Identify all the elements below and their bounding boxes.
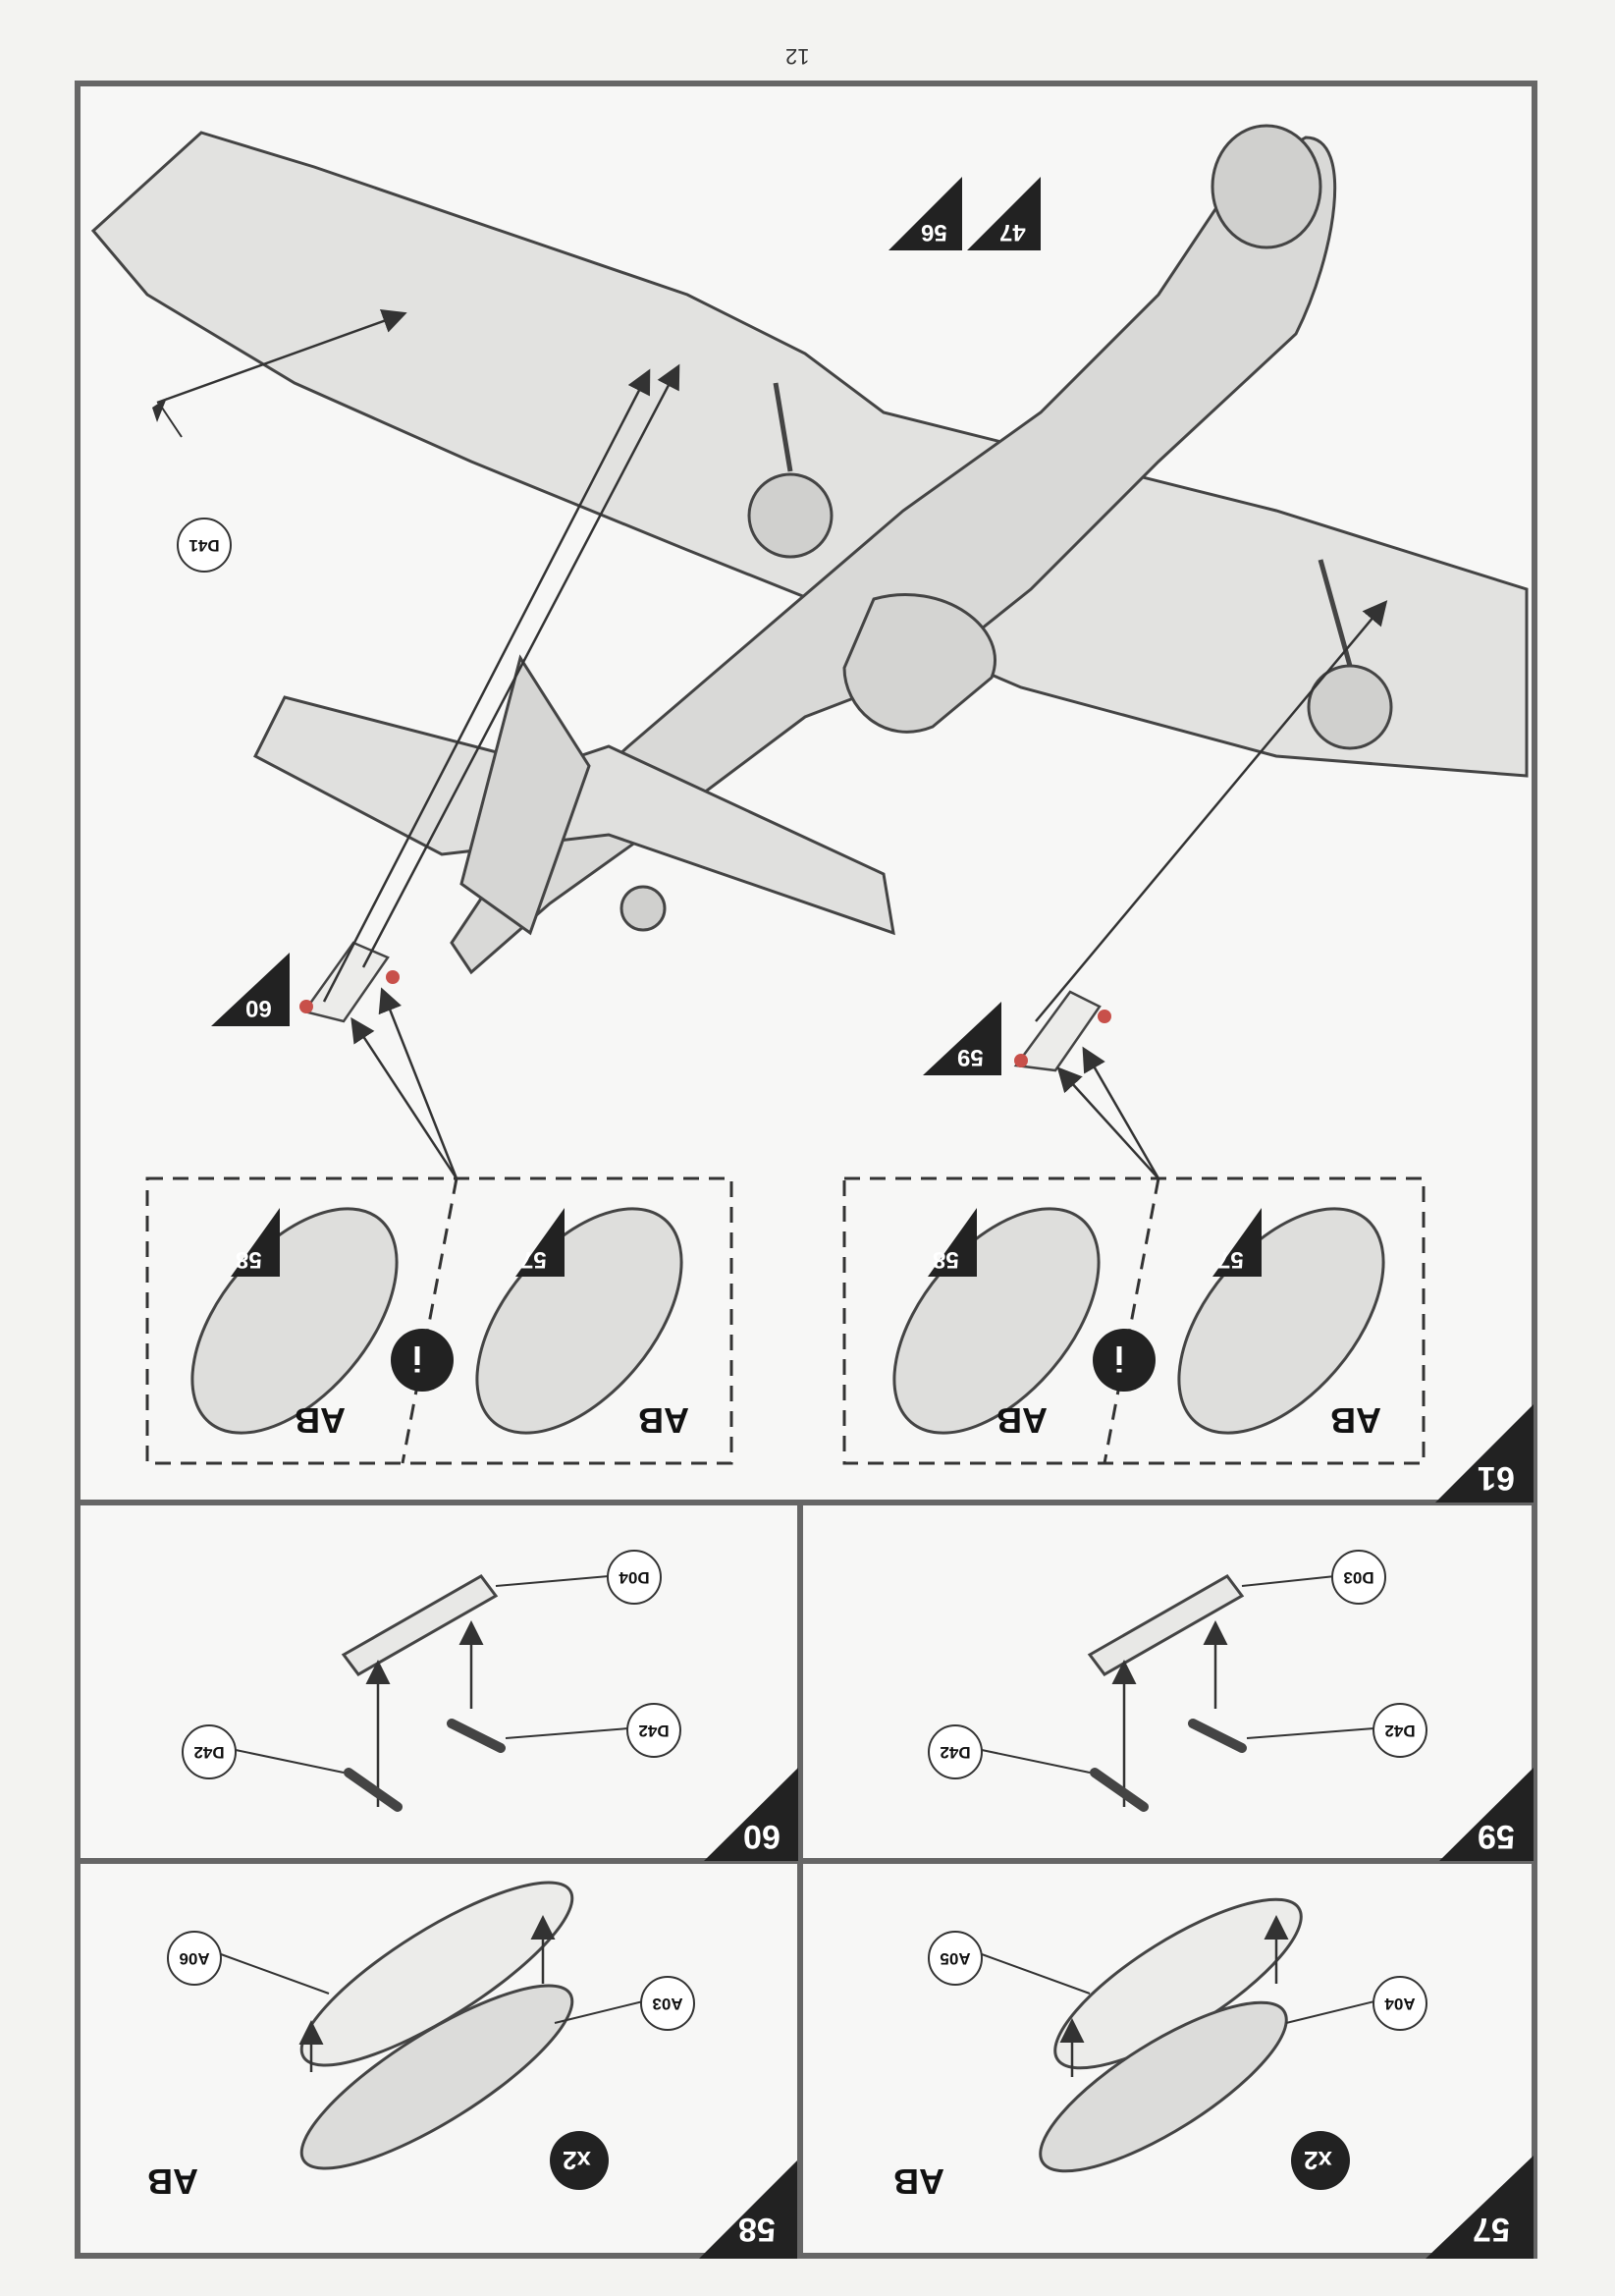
step-badge-59 [1439,1768,1534,1861]
part-callout: A06 [167,1931,222,1986]
part-callout: A05 [928,1931,983,1986]
info-icon-glyph: i [412,1339,423,1379]
part-callout: A04 [1373,1976,1427,2031]
part-callout: D42 [626,1703,681,1758]
sub-ref-59: 59 [957,1044,984,1070]
multiplier-label: x2 [563,2146,591,2175]
step-badge-57 [1426,2156,1534,2259]
step-59-fairing [1087,1574,1245,1676]
option-ref: 57 [520,1246,547,1273]
part-callout-d41: D41 [177,518,232,573]
info-icon-glyph: i [1114,1339,1125,1379]
multiplier-badge [1291,2131,1350,2190]
aircraft-ref-47: 47 [999,219,1026,246]
step-number-57: 57 [1473,2211,1510,2248]
part-callout: D42 [1373,1703,1427,1758]
option-label: AB [1330,1400,1381,1441]
tank-half-a06 [299,1881,574,2067]
part-callout: A03 [640,1976,695,2031]
tank-half-a04 [1039,2000,1288,2173]
info-icon [391,1329,454,1392]
aircraft-ref-56: 56 [921,219,947,246]
multiplier-badge [550,2131,609,2190]
assembly-59-part [1013,990,1102,1072]
option-ref: 58 [236,1246,262,1273]
step-badge-61 [1435,1404,1534,1503]
sub-ref-60: 60 [245,995,272,1021]
option-label: AB [638,1400,689,1441]
part-callout: D42 [182,1724,237,1779]
tank-half-a03 [299,1984,574,2170]
option-ref: 57 [1217,1246,1244,1273]
part-callout: D04 [607,1550,662,1605]
part-d41-shape [152,398,167,422]
version-label: AB [147,2161,198,2202]
sub-assembly-badge [923,1002,1001,1075]
step-60-fairing [341,1574,499,1676]
aircraft-illustration [90,124,1529,975]
step-number-61: 61 [1478,1459,1515,1497]
step-badge-58 [699,2160,797,2259]
multiplier-label: x2 [1304,2146,1332,2175]
sub-assembly-badge [211,953,290,1026]
part-callout: D03 [1331,1550,1386,1605]
step-number-60: 60 [743,1818,781,1855]
version-label: AB [893,2161,944,2202]
info-icon [1093,1329,1156,1392]
step-badge-60 [704,1768,798,1861]
step-number-58: 58 [738,2211,776,2248]
option-label: AB [996,1400,1048,1441]
step-number-59: 59 [1478,1818,1515,1855]
option-box [145,1176,733,1465]
option-label: AB [295,1400,346,1441]
option-ref: 58 [933,1246,959,1273]
assembly-60-part [301,941,390,1023]
part-callout: D42 [928,1724,983,1779]
option-box [842,1176,1426,1465]
